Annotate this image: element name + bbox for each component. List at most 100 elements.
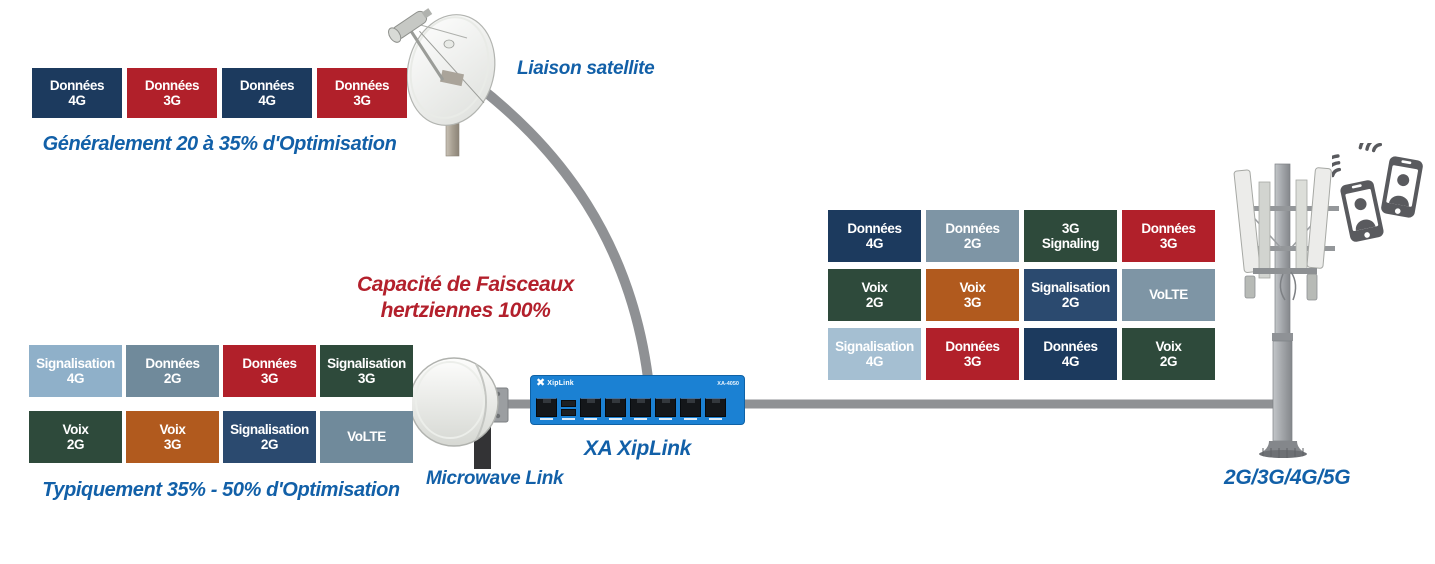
satellite-optimization-caption: Généralement 20 à 35% d'Optimisation bbox=[42, 133, 397, 155]
traffic-box-line2: 3G bbox=[163, 93, 181, 108]
xiplink-logo: ✖ XipLink bbox=[536, 378, 574, 389]
traffic-box-line2: 4G bbox=[258, 93, 276, 108]
phone-icon bbox=[1340, 180, 1384, 242]
traffic-box-line2: 2G bbox=[66, 437, 85, 452]
traffic-box-line2: 4G bbox=[1061, 354, 1080, 369]
satellite-dish-icon bbox=[388, 8, 496, 157]
microwave-antenna-icon bbox=[412, 357, 509, 469]
device-model: XA-4050 bbox=[717, 380, 739, 387]
traffic-box-line1: Données bbox=[945, 338, 1000, 354]
traffic-box-line2: 3G bbox=[353, 93, 371, 108]
satellite-link-label: Liaison satellite bbox=[517, 58, 655, 79]
ethernet-port-icon bbox=[655, 398, 676, 417]
traffic-box-line2: 4G bbox=[865, 236, 884, 251]
traffic-box-line1: Données bbox=[144, 77, 200, 93]
traffic-box-line2: 3G bbox=[357, 371, 376, 386]
ethernet-port-icon bbox=[605, 398, 626, 417]
traffic-box-line1: Données bbox=[239, 77, 295, 93]
traffic-box-line2: 3G bbox=[260, 371, 279, 386]
traffic-box-line1: Signalisation bbox=[835, 338, 914, 354]
traffic-box-line1: VoLTE bbox=[347, 429, 386, 445]
traffic-box-line1: Données bbox=[847, 220, 902, 236]
signal-waves-icon bbox=[1332, 154, 1342, 178]
traffic-box-line2: 3G bbox=[963, 295, 982, 310]
traffic-box-line2: Signaling bbox=[1041, 236, 1100, 251]
traffic-box-line2: 2G bbox=[260, 437, 279, 452]
traffic-box-line1: Données bbox=[1043, 338, 1098, 354]
capacity-label: Capacité de Faisceaux hertziennes 100% bbox=[338, 272, 593, 325]
traffic-box-line1: Données bbox=[945, 220, 1000, 236]
capacity-line2: hertziennes 100% bbox=[380, 299, 551, 323]
traffic-box-line1: Données bbox=[145, 355, 200, 371]
cell-tower-icon bbox=[1233, 163, 1339, 458]
xiplink-x-icon: ✖ bbox=[536, 377, 546, 389]
traffic-box-line2: 4G bbox=[865, 354, 884, 369]
traffic-box-line2: 2G bbox=[963, 236, 982, 251]
traffic-box-line2: 3G bbox=[963, 354, 982, 369]
traffic-box-line1: Voix bbox=[62, 421, 89, 437]
traffic-box-line1: Données bbox=[242, 355, 297, 371]
traffic-box-line2: 2G bbox=[1061, 295, 1080, 310]
traffic-box-line1: Signalisation bbox=[230, 421, 309, 437]
traffic-box-line1: Données bbox=[49, 77, 105, 93]
usb-ports-icon bbox=[561, 400, 576, 417]
traffic-box: VoLTE bbox=[320, 411, 413, 463]
traffic-box-line2: 2G bbox=[865, 295, 884, 310]
traffic-box-line1: Signalisation bbox=[36, 355, 115, 371]
traffic-box: VoLTE bbox=[1122, 269, 1215, 321]
capacity-line1: Capacité de Faisceaux bbox=[357, 273, 574, 296]
microwave-optimization-caption: Typiquement 35% - 50% d'Optimisation bbox=[42, 479, 400, 501]
mobile-phones-icon bbox=[1332, 143, 1423, 242]
traffic-box-line2: 3G bbox=[163, 437, 182, 452]
traffic-box-line1: Signalisation bbox=[1031, 279, 1110, 295]
traffic-box-line1: Voix bbox=[959, 279, 986, 295]
microwave-link-label: Microwave Link bbox=[426, 468, 564, 489]
signal-waves-icon bbox=[1358, 143, 1383, 153]
traffic-box-line1: Données bbox=[1141, 220, 1196, 236]
xiplink-appliance: ✖ XipLink XA-4050 bbox=[530, 375, 745, 425]
traffic-box-line1: Signalisation bbox=[327, 355, 406, 371]
traffic-box-line2: 3G bbox=[1159, 236, 1178, 251]
ethernet-port-icon bbox=[580, 398, 601, 417]
traffic-box-line1: VoLTE bbox=[1149, 287, 1188, 303]
tower-generations-label: 2G/3G/4G/5G bbox=[1224, 466, 1351, 489]
traffic-box-line1: Voix bbox=[1155, 338, 1182, 354]
traffic-box-line2: 2G bbox=[163, 371, 182, 386]
traffic-box-line1: Voix bbox=[861, 279, 888, 295]
device-label: XA XipLink bbox=[583, 437, 692, 460]
traffic-box-line1: Données bbox=[334, 77, 390, 93]
traffic-box-line1: 3G bbox=[1061, 220, 1080, 236]
ethernet-port-icon bbox=[705, 398, 726, 417]
traffic-box-line2: 4G bbox=[66, 371, 85, 386]
ethernet-port-icon bbox=[630, 398, 651, 417]
traffic-box-line2: 4G bbox=[68, 93, 86, 108]
